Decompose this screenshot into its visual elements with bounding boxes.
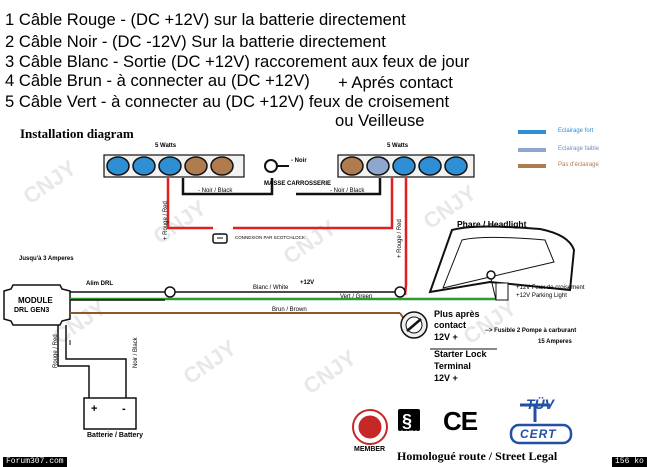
junction-plus12v: [394, 286, 406, 298]
label-rouge-red-left: + Rouge / Red: [163, 201, 169, 240]
label-alim-drl: Alim DRL: [86, 281, 113, 287]
watermark-text: CNJY: [459, 295, 522, 349]
label-blanc-white: Blanc / White: [253, 285, 289, 291]
module-label: MODULE: [18, 296, 53, 305]
instruction-5: 5 Câble Vert - à connecter au (DC +12V) …: [5, 92, 450, 111]
tuv-logo-icon: [520, 403, 550, 422]
black-wire-right: [296, 178, 382, 196]
led-lamp: [418, 156, 442, 176]
module-model: DRL GEN3: [14, 307, 50, 314]
label-connexion: CONNEXION PAR SCOTCHLOCK: [235, 235, 305, 240]
label-phare: Phare / Headlight: [457, 219, 527, 229]
label-plus-apres: Plus après: [434, 309, 480, 319]
legend-label-weak: Eclairage faible: [558, 146, 600, 152]
led-lamps-right: [340, 156, 468, 176]
footer-size: 156 ko: [612, 457, 647, 467]
label-rouge-red-battery: Rouge / Red: [53, 334, 59, 368]
watts-left: 5 Watts: [155, 143, 177, 149]
label-vert-green: Vert / Green: [340, 294, 373, 300]
ce-mark: CE: [443, 406, 478, 436]
label-batterie: Batterie / Battery: [87, 432, 144, 439]
tuv-cert-frame: [509, 423, 573, 445]
label-stvzo: StVZO: [400, 431, 419, 437]
instruction-3: 3 Câble Blanc - Sortie (DC +12V) raccore…: [5, 52, 470, 71]
instruction-1: 1 Câble Rouge - (DC +12V) sur la batteri…: [5, 10, 406, 29]
label-homologue: Homologué route / Street Legal: [397, 449, 558, 463]
led-lamp: [366, 156, 390, 176]
label-starter-lock: Starter Lock: [434, 349, 487, 359]
watermark-text: CNJY: [279, 215, 342, 269]
red-wire-left: [166, 178, 209, 230]
label-fusible: --> Fusible 2 Pompe à carburant: [485, 328, 577, 334]
label-brun-brown: Brun / Brown: [272, 307, 307, 313]
led-lamp: [444, 156, 468, 176]
label-feux-croisement: +12V Feux de croisement: [516, 285, 585, 291]
instruction-4b: + Aprés contact: [338, 73, 453, 92]
led-lamp: [158, 156, 182, 176]
battery: [83, 397, 137, 430]
label-jusqua: Jusqu'à 3 Amperes: [19, 256, 74, 262]
legend-label-none: Pas d'éclairage: [558, 162, 599, 168]
label-contact-12v: 12V +: [434, 332, 458, 342]
label-member: MEMBER: [354, 446, 386, 453]
red-wire-right: [403, 178, 408, 296]
label-plus12v: +12V: [300, 280, 315, 286]
red-wire-right-top: [233, 178, 394, 230]
led-lamp: [340, 156, 364, 176]
led-lamp: [210, 156, 234, 176]
instruction-5b: ou Veilleuse: [335, 111, 425, 130]
label-terminal-12v: 12V +: [434, 373, 458, 383]
watermark-text: CNJY: [19, 155, 82, 209]
diagram-title: Installation diagram: [20, 126, 134, 141]
battery-plus: +: [91, 403, 97, 415]
led-lamp: [184, 156, 208, 176]
watermark-text: CNJY: [149, 195, 212, 249]
label-15-amperes: 15 Amperes: [538, 339, 572, 345]
label-contact: contact: [434, 320, 467, 330]
stvzo-badge: [398, 409, 420, 431]
label-noir-black-left: - Noir / Black: [198, 188, 233, 194]
instruction-4: 4 Câble Brun - à connecter au (DC +12V): [5, 71, 310, 90]
headlight-connector: [486, 270, 496, 280]
battery-minus: -: [122, 403, 126, 415]
black-wire-battery: [65, 325, 127, 398]
label-tuv: TÜV: [526, 396, 554, 412]
legend-swatch-weak: [518, 148, 546, 152]
module-body: [3, 284, 71, 326]
led-lamp: [106, 156, 130, 176]
legend-swatch-none: [518, 164, 546, 168]
junction-white: [164, 286, 176, 298]
led-lamp: [392, 156, 416, 176]
headlight-lens: [442, 236, 555, 289]
label-parking-light: +12V Parking Light: [516, 293, 567, 299]
label-rouge-red-right: + Rouge / Red: [397, 219, 403, 258]
led-lamp: [132, 156, 156, 176]
label-cert: CERT: [520, 427, 557, 441]
label-masse: MASSE CARROSSERIE: [264, 181, 332, 187]
headlight-body: [428, 225, 576, 294]
headlight-plug: [495, 282, 509, 301]
led-lamps-left: [106, 156, 234, 176]
legend-swatch-strong: [518, 130, 546, 134]
label-noir-black-battery: Noir / Black: [133, 337, 139, 368]
watermark-text: CNJY: [179, 335, 242, 389]
label-terminal: Terminal: [434, 361, 471, 371]
instruction-2: 2 Câble Noir - (DC -12V) Sur la batterie…: [5, 32, 386, 51]
label-noir-top: - Noir: [291, 158, 307, 164]
label-noir-black-right: - Noir / Black: [330, 188, 365, 194]
red-wire-battery: [57, 325, 90, 398]
svg-text:§: §: [402, 411, 412, 431]
footer-forum: Forum307.com: [3, 457, 67, 467]
black-wire-left: [181, 178, 274, 196]
legend-label-strong: Eclairage fort: [558, 128, 594, 134]
ground-post: [264, 159, 278, 173]
watts-right: 5 Watts: [387, 143, 409, 149]
watermark-text: CNJY: [299, 345, 362, 399]
